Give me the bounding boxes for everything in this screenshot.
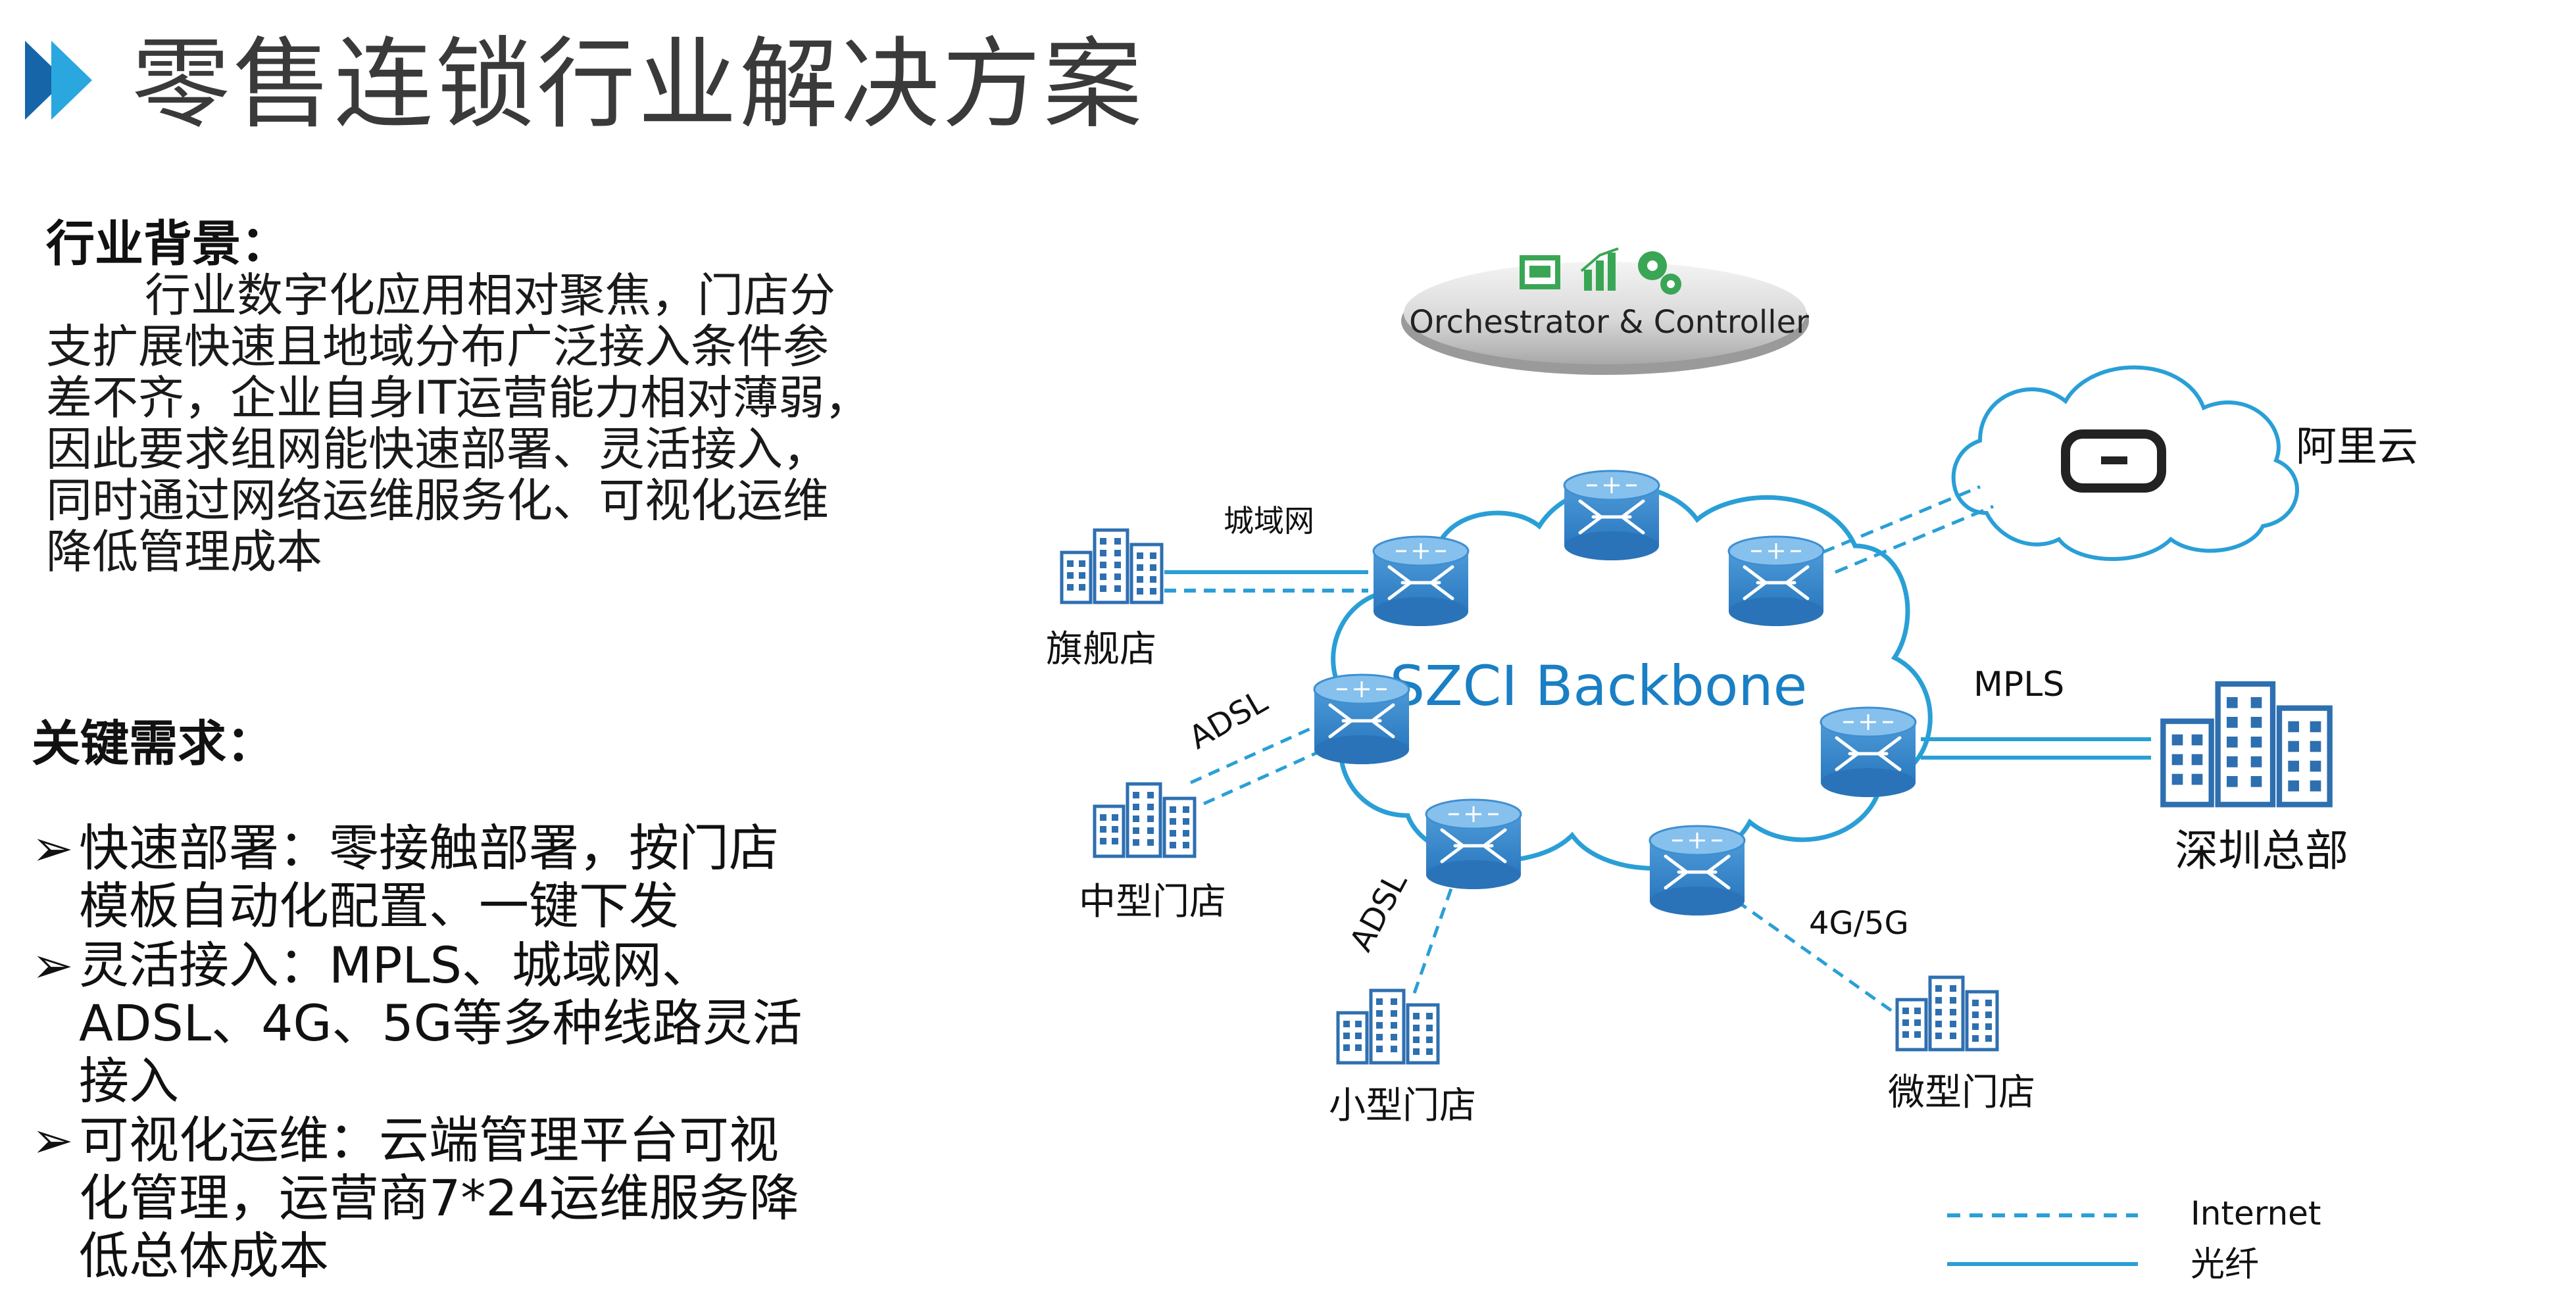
router-icon bbox=[1426, 800, 1521, 889]
requirement-line: ADSL、4G、5G等多种线路灵活 bbox=[79, 994, 803, 1052]
link-label-adsl-medium: ADSL bbox=[1183, 683, 1274, 756]
requirement-line: 模板自动化配置、一键下发 bbox=[79, 877, 679, 935]
link-label-mpls: MPLS bbox=[1973, 665, 2064, 704]
requirement-line: 灵活接入：MPLS、城域网、 bbox=[79, 936, 712, 994]
bullet-arrow-icon: ➢ bbox=[32, 936, 74, 994]
link-flagship-metro bbox=[1164, 570, 1368, 593]
background-paragraph: 行业数字化应用相对聚焦，门店分 支扩展快速且地域分布广泛接入条件参 差不齐，企业… bbox=[46, 268, 871, 579]
aliyun-logo-icon bbox=[2061, 429, 2166, 493]
site-label-micro: 微型门店 bbox=[1888, 1071, 2035, 1114]
building-icon bbox=[1897, 977, 1997, 1050]
site-label-medium: 中型门店 bbox=[1079, 881, 1226, 923]
background-line: 行业数字化应用相对聚焦，门店分 bbox=[145, 268, 835, 322]
link-micro-4g5g bbox=[1735, 899, 1896, 1015]
bullet-arrow-icon: ➢ bbox=[32, 1111, 74, 1169]
controller-node: Orchestrator & Controller bbox=[1401, 247, 1809, 375]
building-icon bbox=[1062, 530, 1162, 602]
aliyun-label: 阿里云 bbox=[2296, 422, 2418, 470]
site-label-flagship: 旗舰店 bbox=[1046, 628, 1156, 671]
backbone-label: SZCI Backbone bbox=[1390, 654, 1808, 718]
page-title: 零售连锁行业解决方案 bbox=[132, 28, 1145, 142]
title-arrow-icon bbox=[25, 41, 92, 120]
background-heading: 行业背景： bbox=[46, 216, 289, 272]
legend: Internet 光纤 bbox=[1947, 1194, 2321, 1284]
requirement-line: 化管理，运营商7*24运维服务降 bbox=[79, 1169, 800, 1227]
router-icon bbox=[1729, 537, 1823, 626]
router-icon bbox=[1314, 675, 1409, 764]
router-icon bbox=[1564, 471, 1659, 560]
legend-fiber-label: 光纤 bbox=[2191, 1245, 2259, 1284]
link-hq-mpls bbox=[1921, 737, 2151, 760]
requirements-heading: 关键需求： bbox=[32, 716, 275, 772]
link-label-adsl-small: ADSL bbox=[1343, 866, 1414, 958]
background-line: 降低管理成本 bbox=[46, 525, 322, 579]
link-label-4g5g: 4G/5G bbox=[1809, 905, 1909, 942]
link-aliyun bbox=[1821, 485, 1994, 574]
background-line: 支扩展快速且地域分布广泛接入条件参 bbox=[46, 320, 829, 374]
bullet-arrow-icon: ➢ bbox=[32, 819, 74, 877]
requirement-line: 快速部署：零接触部署，按门店 bbox=[79, 819, 779, 877]
router-icon bbox=[1650, 826, 1745, 915]
site-label-small: 小型门店 bbox=[1329, 1084, 1476, 1127]
building-icon bbox=[2163, 684, 2329, 804]
link-medium-adsl bbox=[1189, 721, 1337, 806]
requirement-item: ➢ 灵活接入：MPLS、城域网、 ADSL、4G、5G等多种线路灵活 接入 bbox=[32, 937, 803, 1110]
link-small-adsl bbox=[1412, 881, 1456, 994]
background-line: 同时通过网络运维服务化、可视化运维 bbox=[46, 474, 829, 527]
background-line: 差不齐，企业自身IT运营能力相对薄弱， bbox=[46, 371, 871, 425]
requirement-line: 可视化运维：云端管理平台可视 bbox=[79, 1111, 779, 1169]
aliyun-cloud bbox=[1951, 365, 2300, 561]
router-icon bbox=[1374, 537, 1468, 626]
legend-internet-label: Internet bbox=[2191, 1194, 2321, 1232]
gears-icon bbox=[1638, 251, 1681, 295]
controller-label: Orchestrator & Controller bbox=[1409, 304, 1809, 341]
background-line: 因此要求组网能快速部署、灵活接入， bbox=[46, 422, 829, 476]
building-icon bbox=[1338, 990, 1438, 1063]
building-icon bbox=[1095, 784, 1195, 856]
requirement-item: ➢ 可视化运维：云端管理平台可视 化管理，运营商7*24运维服务降 低总体成本 bbox=[32, 1111, 799, 1285]
dashboard-icon bbox=[1520, 255, 1560, 289]
router-icon bbox=[1821, 708, 1916, 797]
requirement-line: 接入 bbox=[79, 1052, 179, 1110]
requirement-line: 低总体成本 bbox=[79, 1227, 329, 1285]
site-label-hq: 深圳总部 bbox=[2175, 825, 2348, 876]
requirement-item: ➢ 快速部署：零接触部署，按门店 模板自动化配置、一键下发 bbox=[32, 819, 779, 935]
chart-icon bbox=[1580, 247, 1619, 291]
link-label-metro: 城域网 bbox=[1224, 503, 1314, 539]
